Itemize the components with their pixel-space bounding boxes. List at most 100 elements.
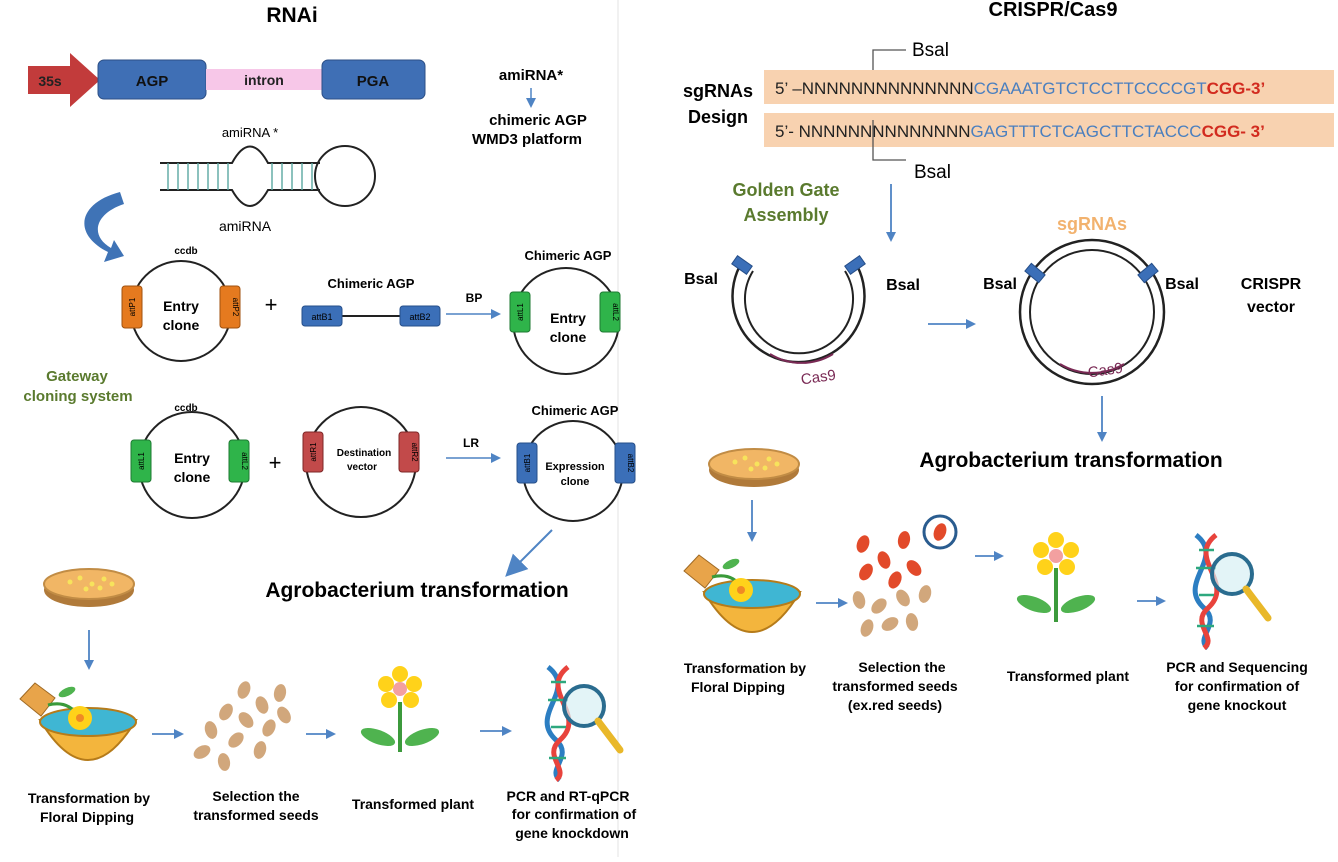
crispr-vector-label-line2: vector xyxy=(1247,299,1295,316)
rnai-petri-dish xyxy=(43,568,135,607)
crispr-step4-line2: for confirmation of xyxy=(1175,678,1300,694)
crispr-agro-label: Agrobacterium transformation xyxy=(919,449,1222,472)
sgrnas-label: sgRNAs xyxy=(1057,214,1127,234)
agp-label: AGP xyxy=(136,73,169,90)
crispr-step4-line3: gene knockout xyxy=(1188,697,1287,713)
bp-product-line2: clone xyxy=(550,329,587,345)
attr1-site xyxy=(302,431,324,473)
hairpin-loop xyxy=(314,145,376,207)
pga-label: PGA xyxy=(357,73,390,90)
crispr-vector-bsal-right-site xyxy=(1137,262,1159,284)
attb2-site xyxy=(399,305,441,327)
rnai-seeds-icon xyxy=(193,681,291,771)
bsal-bottom-bracket xyxy=(872,120,906,161)
bp-entry-line1: Entry xyxy=(163,298,199,314)
golden-gate-line2: Assembly xyxy=(743,205,828,225)
attr2-site xyxy=(398,431,420,473)
crispr-step1-line1: Transformation by xyxy=(684,660,806,676)
crispr-vector-cas9: Cas9 xyxy=(1087,360,1124,382)
bp-entry-line2: clone xyxy=(163,317,200,333)
sgrna-design-line1: sgRNAs xyxy=(683,81,753,101)
rnai-plant-icon xyxy=(360,666,440,752)
lr-reaction-label: LR xyxy=(463,436,479,450)
open-vector: Cas9 xyxy=(731,255,866,389)
crispr-plant-icon xyxy=(1016,532,1096,622)
sequence-2-pam: CGG- 3’ xyxy=(1202,122,1265,141)
expression-line2: clone xyxy=(561,476,590,488)
rnai-step1-line1: Transformation by xyxy=(28,790,150,806)
rnai-floral-dip-icon xyxy=(19,682,138,761)
pga-box xyxy=(321,59,426,100)
attr2-label: attR2 xyxy=(410,442,419,462)
lr-attb2-site xyxy=(614,442,636,484)
crispr-step-labels: Transformation by Floral Dipping Selecti… xyxy=(684,659,1308,713)
crispr-vector-bsal-left: Bsal xyxy=(983,276,1017,293)
bp-plus: + xyxy=(265,292,278,317)
rnai-step3-line1: Transformed plant xyxy=(352,796,474,812)
wmd3-label: WMD3 platform xyxy=(472,131,582,148)
intron-box xyxy=(206,69,322,90)
rnai-construct: 35s AGP intron PGA xyxy=(28,53,426,107)
crispr-vector-bsal-right: Bsal xyxy=(1165,276,1199,293)
crispr-vector: Cas9 xyxy=(1018,238,1166,386)
crispr-step4-line1: PCR and Sequencing xyxy=(1166,659,1308,675)
bp-product-title: Chimeric AGP xyxy=(525,248,612,263)
sequence-1-prefix: 5’ –NNNNNNNNNNNNNN xyxy=(775,79,974,98)
rnai-title: RNAi xyxy=(266,4,317,27)
rnai-pcr-icon xyxy=(544,665,624,783)
attr1-label: attR1 xyxy=(309,442,318,462)
lr-attl2-label: attL2 xyxy=(240,452,249,470)
hairpin-bottom-strand xyxy=(160,189,320,207)
crispr-vector-label-line1: CRISPR xyxy=(1241,276,1302,293)
crispr-step2-line2: transformed seeds xyxy=(832,678,957,694)
golden-gate-line1: Golden Gate xyxy=(732,180,839,200)
crispr-step3-line1: Transformed plant xyxy=(1007,668,1129,684)
sequence-2-target: GAGTTTCTCAGCTTCTACCC xyxy=(971,122,1202,141)
attl1-label: attL1 xyxy=(516,303,525,321)
bsal-top-label: Bsal xyxy=(912,40,949,61)
intron-label: intron xyxy=(244,72,284,88)
hairpin: amiRNA * amiRNA xyxy=(160,125,376,234)
gateway-label-line2: cloning system xyxy=(23,388,132,405)
attp2-site xyxy=(219,285,241,329)
open-vector-bsal-left-site xyxy=(731,255,753,275)
crispr-step1-line2: Floral Dipping xyxy=(691,679,785,695)
lr-plus: + xyxy=(269,450,282,475)
attp1-site xyxy=(121,285,143,329)
crispr-seeds-icon xyxy=(852,514,958,637)
open-vector-bsal-right-site xyxy=(844,255,866,275)
rnai-step-labels: Transformation by Floral Dipping Selecti… xyxy=(28,788,637,841)
crispr-step2-line3: (ex.red seeds) xyxy=(848,697,942,713)
rnai-step4-line3: gene knockdown xyxy=(515,825,629,841)
crispr-vector-bsal-left-site xyxy=(1024,262,1046,284)
promoter-arrow xyxy=(28,53,100,107)
bp-fragment-title: Chimeric AGP xyxy=(328,276,415,291)
crispr-step2-line1: Selection the xyxy=(858,659,945,675)
bp-reaction: ccdb attP1 attP2 Entry clone + Chimeric … xyxy=(121,246,621,375)
sequence-1-pam: CGG-3’ xyxy=(1207,79,1266,98)
sgrna-design-line2: Design xyxy=(688,107,748,127)
lr-product-title: Chimeric AGP xyxy=(532,403,619,418)
crispr-petri-dish xyxy=(708,448,800,487)
lr-attb1-site xyxy=(516,442,538,484)
attl2-site xyxy=(599,291,621,333)
attl1-site xyxy=(509,291,531,333)
rnai-step4-line2: for confirmation of xyxy=(512,806,637,822)
open-vector-cas9: Cas9 xyxy=(800,367,837,389)
rnai-step2-line1: Selection the xyxy=(212,788,299,804)
hairpin-top-strand xyxy=(160,145,320,164)
open-vector-bsal-left: Bsal xyxy=(684,271,718,288)
lr-attb2-label: attB2 xyxy=(626,454,635,473)
sequence-2: 5’- NNNNNNNNNNNNNNGAGTTTCTCAGCTTCTACCCCG… xyxy=(775,122,1265,141)
crispr-title: CRISPR/Cas9 xyxy=(989,0,1118,21)
sequence-2-bg xyxy=(764,113,1334,147)
attp1-label: attP1 xyxy=(128,297,137,316)
gateway-label-line1: Gateway xyxy=(46,368,108,385)
promoter-label: 35s xyxy=(38,73,62,89)
bp-reaction-label: BP xyxy=(466,291,483,305)
curved-arrow xyxy=(84,192,124,262)
attb1-site xyxy=(301,305,343,327)
lr-reaction: ccdb attL1 attL2 Entry clone + attR1 att… xyxy=(130,403,636,522)
